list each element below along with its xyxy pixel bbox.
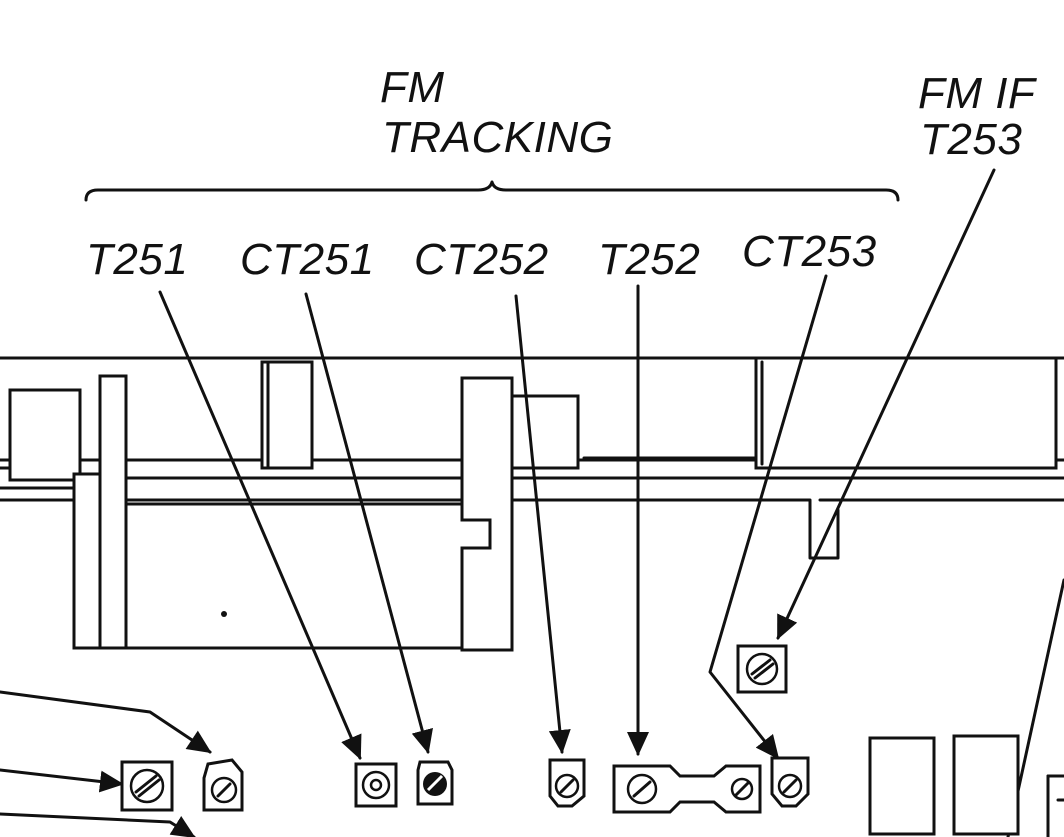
screw-t252 xyxy=(612,764,762,814)
pointer-left-3 xyxy=(0,812,196,837)
screw-left-square xyxy=(120,760,174,812)
pointer-left-2 xyxy=(0,768,124,793)
label-ct253: CT253 xyxy=(742,227,877,276)
label-ct252: CT252 xyxy=(414,235,549,284)
screw-ct253 xyxy=(770,756,810,808)
fm-if-label-line1: FM IF xyxy=(918,69,1036,118)
screw-ct251 xyxy=(416,760,454,806)
screw-t251 xyxy=(354,762,398,808)
fm-tracking-title-line1: FM xyxy=(380,63,445,112)
pointer-ct252 xyxy=(514,294,571,754)
screw-t253 xyxy=(736,644,788,694)
pointer-t251 xyxy=(158,290,362,760)
pointer-left-1 xyxy=(0,690,212,754)
screw-ct252 xyxy=(548,758,586,808)
pointer-ct253 xyxy=(708,274,828,760)
pointer-t253 xyxy=(776,168,996,640)
fm-tracking-title-line2: TRACKING xyxy=(382,113,614,162)
fm-if-label-line2: T253 xyxy=(920,115,1023,164)
tracking-brace xyxy=(84,180,900,202)
right-components xyxy=(868,734,1064,837)
mark-dot xyxy=(221,611,227,617)
pointer-ct251 xyxy=(304,292,433,754)
label-ct251: CT251 xyxy=(240,235,375,284)
label-t252: T252 xyxy=(598,235,701,284)
pointer-lines xyxy=(0,168,1064,837)
label-t251: T251 xyxy=(86,235,189,284)
chassis-frame xyxy=(0,356,1064,652)
screw-left-round xyxy=(202,758,244,812)
